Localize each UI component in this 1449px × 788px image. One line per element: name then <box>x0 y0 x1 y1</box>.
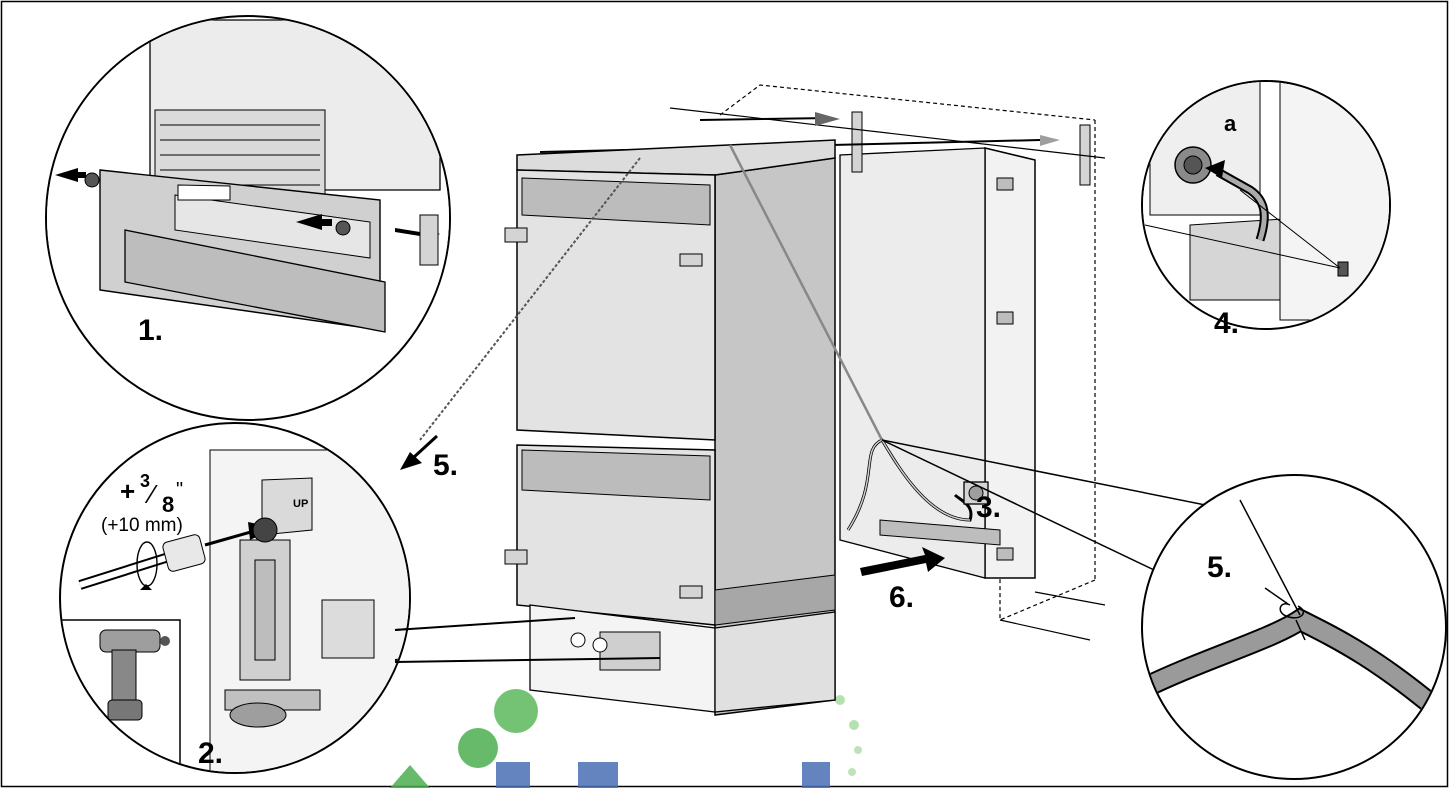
fraction-inch-mark: " <box>176 479 183 501</box>
detail-2-leaders <box>394 617 661 663</box>
cabinet-outline <box>539 84 1106 641</box>
refrigerator <box>504 139 836 716</box>
step-3-label: 3. <box>976 491 1001 524</box>
fraction-plus: + <box>120 476 135 506</box>
step-5-detail-label: 5. <box>1207 551 1232 584</box>
detail-4-connector <box>1141 80 1391 330</box>
step-6-label: 6. <box>889 581 914 614</box>
fraction-numerator: 3 <box>140 471 150 491</box>
height-metric-label: (+10 mm) <box>101 515 183 536</box>
detail-1-kickplate <box>45 15 451 421</box>
arrow-step5 <box>400 434 439 470</box>
detail-5-rope-tie <box>1141 474 1447 780</box>
step-5-main-label: 5. <box>433 449 458 482</box>
step-4-label: 4. <box>1214 307 1239 340</box>
step-2-label: 2. <box>198 737 223 770</box>
step-1-label: 1. <box>138 314 163 347</box>
hinge-up-label: UP <box>293 498 308 510</box>
fraction-denominator: 8 <box>162 492 174 517</box>
connector-a-label: a <box>1224 111 1237 136</box>
water-connection <box>846 438 1001 546</box>
arrow-step6 <box>860 547 945 576</box>
